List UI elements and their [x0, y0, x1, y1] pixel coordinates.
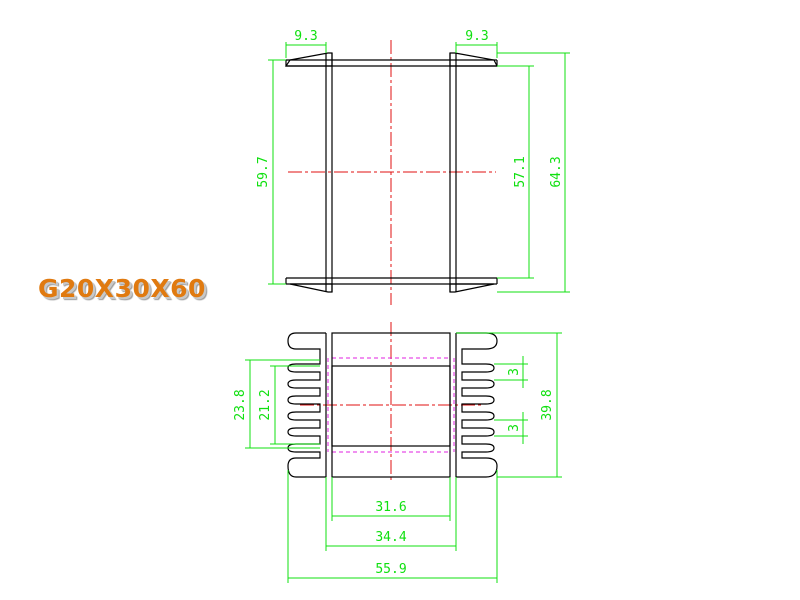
- dim-overall-depth: 39.8: [540, 389, 555, 420]
- dim-overall-height: 64.3: [549, 156, 564, 187]
- part-title: G20X30X60: [38, 274, 206, 303]
- bottom-dimension-lines: [245, 332, 562, 583]
- top-centerlines: [288, 40, 496, 305]
- dim-pitch-lower: 3: [507, 424, 522, 432]
- dim-core-width: 34.4: [375, 530, 406, 545]
- dim-pitch-upper: 3: [507, 368, 522, 376]
- dim-fin-inner: 21.2: [258, 389, 273, 420]
- dim-top-right-flange: 9.3: [465, 29, 488, 44]
- dim-top-left-flange: 9.3: [294, 29, 317, 44]
- dim-fin-span: 23.8: [233, 389, 248, 420]
- dim-window-width: 31.6: [375, 500, 406, 515]
- top-dimension-lines: [268, 42, 570, 293]
- bottom-view: 23.8 21.2 3 3 39.8 31.6 34.4 55.9: [233, 322, 562, 583]
- dim-overall-width: 55.9: [375, 562, 406, 577]
- top-outline: [284, 52, 498, 293]
- dim-inner-height: 57.1: [513, 156, 528, 187]
- bottom-centerlines: [300, 322, 482, 482]
- bottom-hidden-lines: [327, 357, 455, 453]
- dim-window-height: 59.7: [256, 156, 271, 187]
- top-view: 9.3 9.3 59.7 57.1 64.3: [256, 29, 570, 305]
